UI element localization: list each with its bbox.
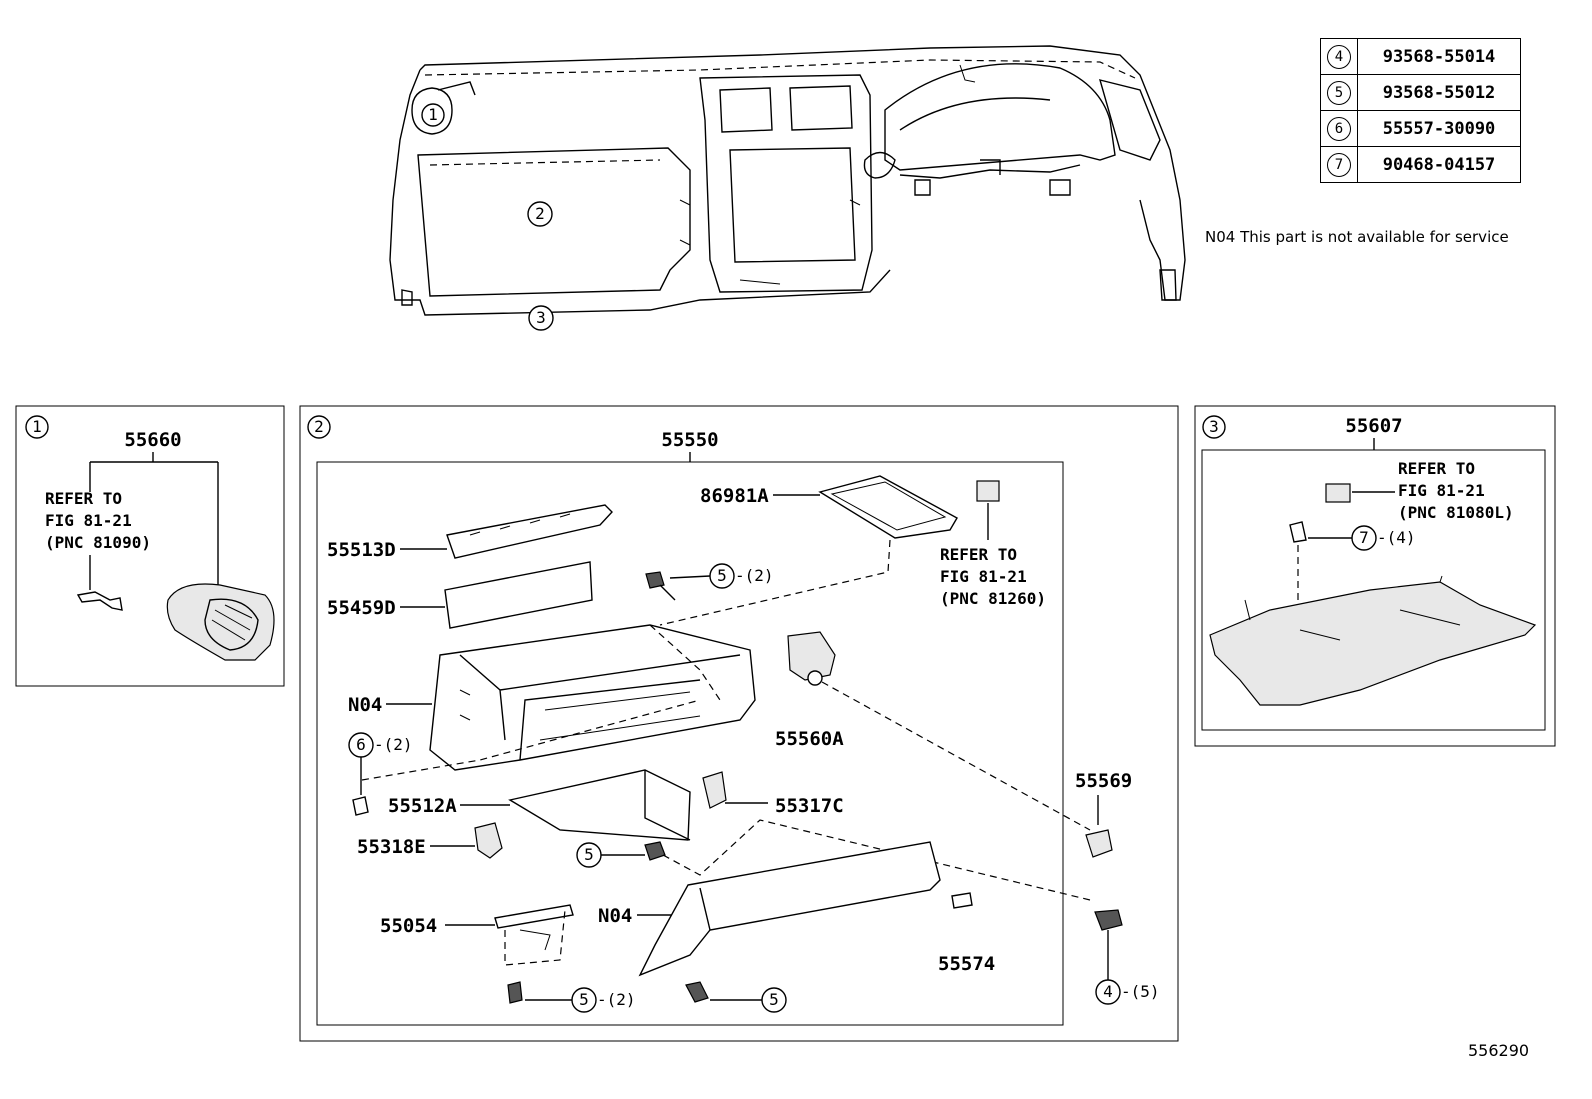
svg-text:-(4): -(4) (1377, 528, 1416, 547)
legend-row: 7 90468-04157 (1320, 146, 1521, 183)
screw-4 (1094, 909, 1123, 931)
legend-row: 5 93568-55012 (1320, 74, 1521, 111)
service-footnote: N04 This part is not available for servi… (1205, 228, 1509, 246)
svg-text:2: 2 (535, 204, 545, 223)
svg-text:-(2): -(2) (374, 735, 413, 754)
detail-panel-2: 2 55550 86981A REFER TO FIG 81-21 (PNC 8… (299, 405, 1179, 1042)
damper-55569 (1085, 829, 1113, 858)
svg-text:5: 5 (579, 990, 589, 1009)
svg-text:(PNC 81080L): (PNC 81080L) (1398, 503, 1514, 522)
svg-text:-(2): -(2) (735, 566, 774, 585)
pin-55574 (951, 892, 973, 909)
svg-text:-(5): -(5) (1121, 982, 1160, 1001)
svg-text:5: 5 (769, 990, 779, 1009)
svg-text:55569: 55569 (1075, 770, 1132, 792)
svg-text:(PNC 81260): (PNC 81260) (940, 589, 1046, 608)
svg-text:55459D: 55459D (327, 597, 396, 619)
legend-ref: 7 (1327, 152, 1351, 177)
instrument-panel-assembly (389, 45, 1186, 316)
svg-text:2: 2 (314, 417, 324, 436)
detail-panel-1: 1 55660 REFER TO FIG 81-21 (PNC 81090) (15, 405, 285, 687)
svg-text:55560A: 55560A (775, 728, 844, 750)
callout-2: 2 (527, 201, 553, 227)
glove-box-liner-86981A (818, 475, 958, 539)
svg-text:55512A: 55512A (388, 795, 457, 817)
svg-text:6: 6 (356, 735, 366, 754)
svg-text:55513D: 55513D (327, 539, 396, 561)
part-number-55660: 55660 (124, 429, 181, 451)
svg-text:FIG 81-21: FIG 81-21 (1398, 481, 1485, 500)
svg-text:55318E: 55318E (357, 836, 426, 858)
tray-55512A (508, 769, 691, 841)
callout-3: 3 (528, 305, 554, 331)
legend-ref: 6 (1327, 116, 1351, 141)
glove-box-door-N04 (638, 841, 941, 977)
legend-row: 4 93568-55014 (1320, 38, 1521, 75)
part-number-55550: 55550 (661, 429, 718, 451)
screw-5-top (645, 571, 665, 589)
clip-7 (1289, 521, 1307, 543)
detail-panel-3: 3 55607 REFER TO FIG 81-21 (PNC 81080L) … (1194, 405, 1556, 747)
svg-text:(PNC 81090): (PNC 81090) (45, 533, 151, 552)
svg-text:7: 7 (1359, 528, 1369, 547)
svg-text:FIG 81-21: FIG 81-21 (940, 567, 1027, 586)
figure-number: 556290 (1468, 1041, 1530, 1060)
legend-part-number: 55557-30090 (1357, 110, 1521, 147)
svg-text:-(2): -(2) (597, 990, 636, 1009)
clip-81260 (976, 480, 1000, 502)
legend-part-number: 93568-55014 (1357, 38, 1521, 75)
hinge-55054 (494, 904, 574, 929)
screw-5-middle (644, 841, 666, 861)
legend-row: 6 55557-30090 (1320, 110, 1521, 147)
glove-box-N04 (429, 624, 756, 771)
trim-55513D (446, 504, 613, 559)
svg-text:1: 1 (428, 105, 438, 124)
svg-text:86981A: 86981A (700, 485, 769, 507)
screw-5-bottom-right (685, 981, 709, 1003)
legend-ref: 4 (1327, 44, 1351, 69)
svg-text:REFER TO: REFER TO (45, 489, 122, 508)
undercover-55607 (1209, 581, 1537, 706)
lock-55560A (787, 631, 836, 681)
svg-text:1: 1 (32, 417, 42, 436)
svg-text:REFER TO: REFER TO (940, 545, 1017, 564)
svg-text:55574: 55574 (938, 953, 995, 975)
part-number-55607: 55607 (1345, 415, 1402, 437)
stopper-55318E (474, 822, 503, 859)
legend-ref: 5 (1327, 80, 1351, 105)
svg-text:5: 5 (717, 566, 727, 585)
panel-55459D (444, 561, 593, 629)
svg-text:4: 4 (1103, 982, 1113, 1001)
clip-81080L (1325, 483, 1351, 503)
svg-text:FIG 81-21: FIG 81-21 (45, 511, 132, 530)
wire-harness-clip (76, 591, 123, 611)
svg-text:5: 5 (584, 845, 594, 864)
clip-6 (352, 796, 369, 816)
svg-text:N04: N04 (598, 905, 632, 927)
svg-text:55054: 55054 (380, 915, 437, 937)
svg-text:3: 3 (536, 308, 546, 327)
side-vent-55660 (166, 583, 275, 661)
callout-1: 1 (421, 103, 445, 127)
legend-part-number: 93568-55012 (1357, 74, 1521, 111)
svg-text:3: 3 (1209, 417, 1219, 436)
svg-text:N04: N04 (348, 694, 382, 716)
legend-part-number: 90468-04157 (1357, 146, 1521, 183)
svg-text:REFER TO: REFER TO (1398, 459, 1475, 478)
screw-5-bottom-left (507, 981, 523, 1004)
parts-legend-table: 4 93568-55014 5 93568-55012 6 55557-3009… (1320, 38, 1521, 183)
clip-55317C (702, 771, 727, 809)
svg-text:55317C: 55317C (775, 795, 844, 817)
